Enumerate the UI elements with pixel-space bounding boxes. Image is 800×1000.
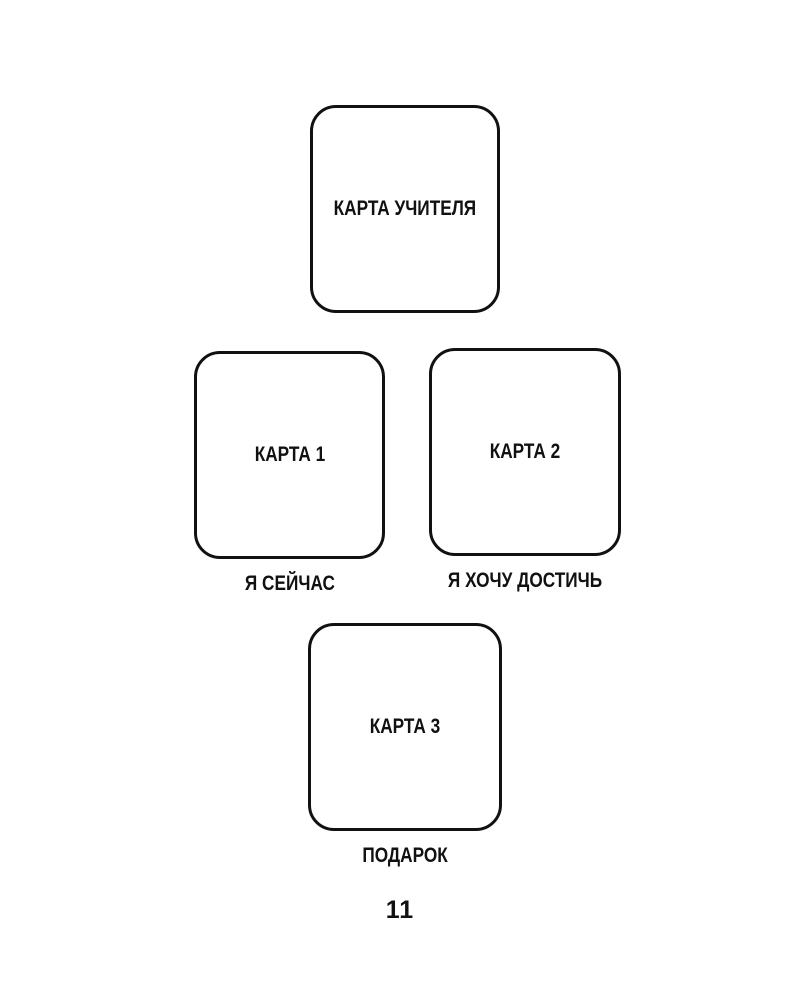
- card-1-slot: КАРТА 1 Я СЕЙЧАС: [194, 351, 385, 596]
- page-number: 11: [385, 896, 415, 924]
- teacher-card-slot: КАРТА УЧИТЕЛЯ: [310, 105, 500, 313]
- card-3-slot: КАРТА 3 ПОДАРОК: [308, 623, 502, 868]
- card-3: КАРТА 3: [308, 623, 502, 831]
- teacher-card-label: КАРТА УЧИТЕЛЯ: [333, 197, 477, 220]
- card-3-caption: ПОДАРОК: [362, 844, 448, 867]
- card-2-slot: КАРТА 2 Я ХОЧУ ДОСТИЧЬ: [429, 348, 621, 593]
- card-1-label: КАРТА 1: [254, 443, 325, 466]
- card-1: КАРТА 1: [194, 351, 385, 559]
- card-1-caption: Я СЕЙЧАС: [244, 572, 335, 595]
- card-3-label: КАРТА 3: [369, 715, 441, 738]
- card-2-caption: Я ХОЧУ ДОСТИЧЬ: [447, 569, 603, 592]
- card-2-label: КАРТА 2: [489, 440, 561, 463]
- teacher-card: КАРТА УЧИТЕЛЯ: [310, 105, 500, 313]
- card-2: КАРТА 2: [429, 348, 621, 556]
